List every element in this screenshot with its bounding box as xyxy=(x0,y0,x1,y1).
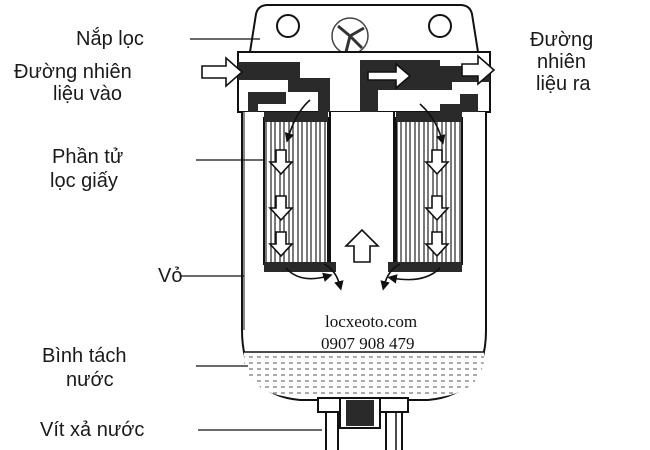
label-drain-screw: Vít xả nước xyxy=(40,419,145,441)
label-water-separator-1: Bình tách xyxy=(42,345,127,367)
label-water-separator-2: nước xyxy=(66,369,114,391)
paper-filter-left xyxy=(263,112,336,272)
watermark-phone: 0907 908 479 xyxy=(321,334,415,353)
leader-lines xyxy=(180,38,322,431)
cap-flow-arrow-icon xyxy=(367,62,412,90)
center-tube xyxy=(329,112,395,262)
label-fuel-out-1: Đường xyxy=(530,29,594,51)
label-fuel-in-2: liệu vào xyxy=(53,83,122,105)
watermark-site: locxeoto.com xyxy=(325,312,418,331)
label-fuel-out-3: liệu ra xyxy=(536,73,591,95)
cap-bolt-hole-right xyxy=(428,14,452,38)
filter-cap xyxy=(248,4,480,55)
label-filter-cap: Nắp lọc xyxy=(76,28,144,50)
label-fuel-in-1: Đường nhiên xyxy=(14,61,132,83)
inlet-arrow-icon xyxy=(201,56,244,88)
drain-screw xyxy=(317,397,409,450)
outlet-arrow-icon xyxy=(461,54,496,86)
label-paper-element-1: Phần tử xyxy=(52,146,124,168)
label-housing: Vỏ xyxy=(158,265,183,287)
label-paper-element-2: lọc giấy xyxy=(50,170,118,192)
paper-filter-right xyxy=(388,112,463,272)
water-separator-bowl xyxy=(244,351,484,398)
label-fuel-out-2: nhiên xyxy=(537,51,586,73)
cap-bolt-hole-left xyxy=(276,14,300,38)
up-arrow-icon xyxy=(344,228,380,263)
curved-flow-arrows xyxy=(284,99,446,291)
cap-body xyxy=(237,51,491,113)
flow-arrows xyxy=(201,54,496,263)
